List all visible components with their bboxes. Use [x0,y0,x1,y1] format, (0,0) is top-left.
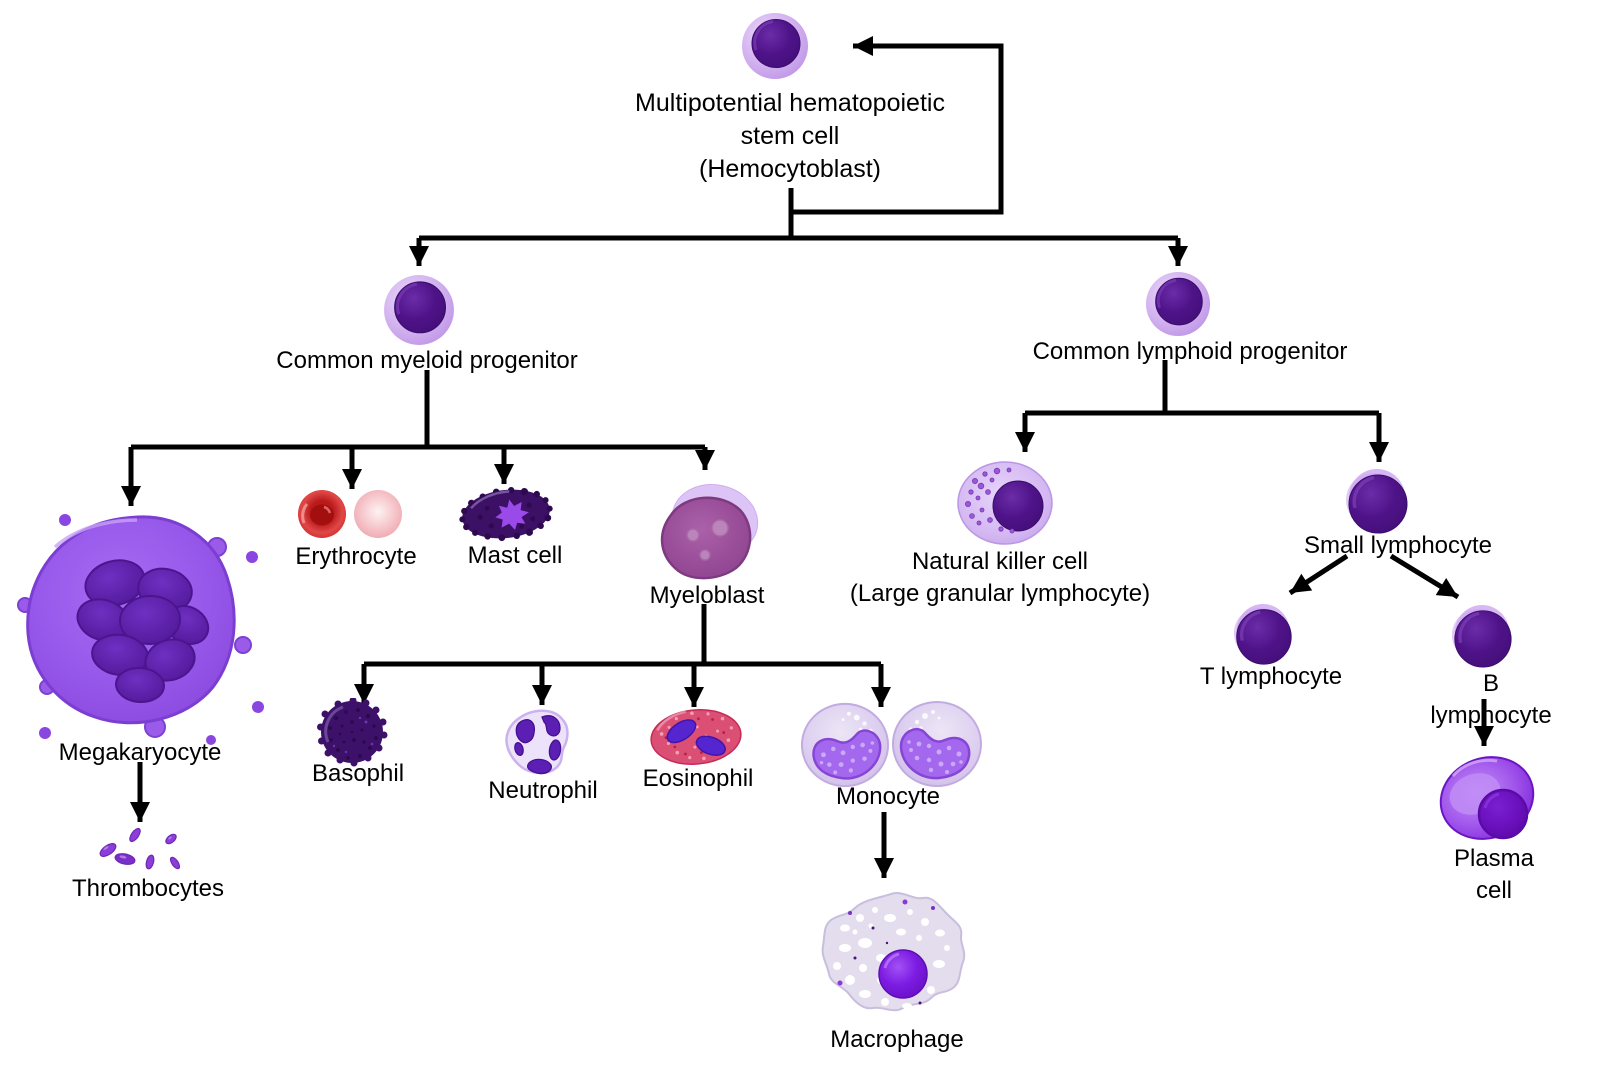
eosinophil-label: Eosinophil [642,765,754,792]
lymphoid-progenitor-cell-icon [1145,271,1211,337]
mast-cell-label: Mast cell [467,542,563,569]
erythrocyte-cell-icon [298,490,402,538]
basophil-cell-icon [317,698,388,767]
arrow-to-b-lymphocyte [1389,553,1460,600]
eosinophil-cell-icon [650,709,742,765]
erythrocyte-label: Erythrocyte [295,543,417,570]
monocyte-cell-icon [800,700,890,790]
nk-cell-label: Natural killer cell (Large granular lymp… [849,548,1151,607]
plasma-cell-label: Plasma cell [1453,845,1535,904]
thrombocytes-label: Thrombocytes [71,875,225,902]
t-lymphocyte-cell-icon [1232,604,1294,666]
neutrophil-label: Neutrophil [488,777,598,804]
small-lymphocyte-cell-icon [1344,469,1410,535]
monocyte-label: Monocyte [835,783,941,810]
thrombocytes-icon [99,827,181,870]
basophil-label: Basophil [311,760,405,787]
t-lymphocyte-label: T lymphocyte [1199,663,1343,690]
nk-cell-icon [957,461,1053,545]
macrophage-label: Macrophage [830,1026,964,1053]
plasma-cell-icon [1439,756,1535,840]
myeloblast-label: Myeloblast [649,582,765,609]
self-renewal-loop-arrow [791,36,1004,215]
b-lymphocyte-cell-icon [1450,605,1514,669]
macrophage-cell-icon [821,892,966,1012]
myeloblast-cell-icon [660,484,759,580]
myeloid-progenitor-label: Common myeloid progenitor [276,347,578,374]
b-lymphocyte-label: B lymphocyte [1430,670,1552,729]
hemocytoblast-label: Multipotential hematopoietic stem cell (… [635,89,945,183]
monocyte-cell2-icon [891,698,983,790]
lymphoid-progenitor-label: Common lymphoid progenitor [1032,338,1348,365]
mast-cell-icon [459,486,553,542]
small-lymphocyte-label: Small lymphocyte [1303,532,1493,559]
myeloid-progenitor-cell-icon [383,274,455,346]
hemocytoblast-cell-icon [741,12,809,80]
neutrophil-cell-icon [505,709,569,775]
arrow-to-t-lymphocyte [1288,553,1349,596]
megakaryocyte-cell-icon [17,514,264,745]
megakaryocyte-label: Megakaryocyte [58,739,222,766]
